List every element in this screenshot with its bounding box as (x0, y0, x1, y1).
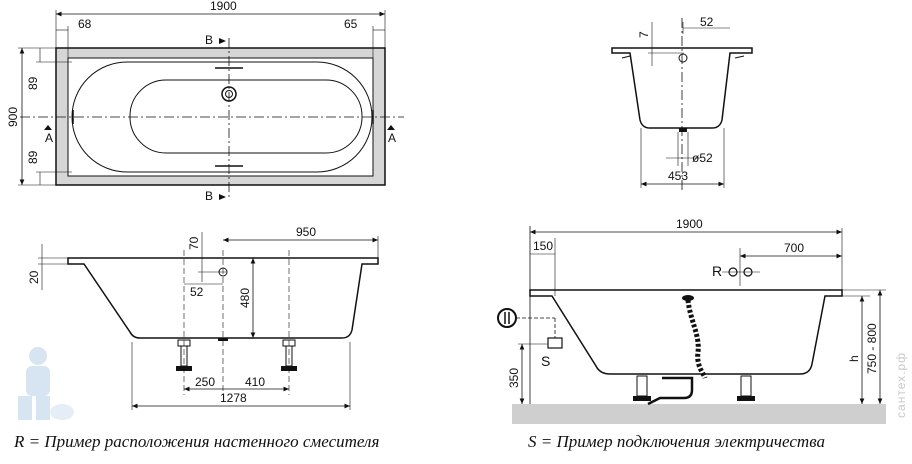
section-a-right: A (388, 131, 396, 145)
dim-overflow-drain-offset: 52 (190, 285, 204, 299)
section-a-left: A (45, 131, 53, 145)
dim-overflow-offset: 70 (187, 236, 201, 250)
earth-symbol (497, 308, 517, 328)
dim-height-range: 750 - 800 (865, 323, 879, 374)
install-view: 1900 150 700 R S 350 h 750 - 800 (497, 217, 886, 424)
bathtub-profile-install (529, 289, 843, 375)
foot-install-right (737, 375, 755, 401)
dim-socket-height: 350 (507, 368, 521, 388)
mixer-label: R (712, 263, 722, 279)
caption-socket: S = Пример подключения электричества (528, 432, 825, 451)
section-b-bottom: B (205, 189, 213, 203)
dim-rim-height: 7 (637, 31, 651, 38)
dim-inner-offset-bottom: 89 (26, 150, 40, 164)
dim-drain-diameter: ø52 (692, 151, 713, 165)
electrical-socket (547, 337, 563, 349)
dim-foot-spacing-right: 410 (245, 375, 265, 389)
socket-label: S (541, 353, 550, 369)
dim-depth: 480 (238, 288, 252, 308)
caption-mixer: R = Пример расположения настенного смеси… (14, 432, 380, 451)
dim-inner-offset-top: 89 (26, 76, 40, 90)
drain-outlet (221, 86, 237, 102)
dim-drain-offset: 52 (700, 15, 714, 29)
dim-foot-spacing-left: 250 (195, 375, 215, 389)
dim-mixer-offset: 700 (784, 241, 804, 255)
dim-left-margin: 68 (78, 17, 92, 31)
top-view: 1900 68 65 900 89 89 A A B B (6, 0, 404, 203)
dim-height-label: h (847, 355, 861, 362)
dim-bottom-width: 453 (668, 169, 688, 183)
floor (512, 404, 886, 424)
dim-edge-offset: 150 (533, 239, 553, 253)
dim-overflow-distance: 950 (296, 225, 316, 239)
drain-hose (685, 299, 708, 379)
side-view: 20 950 70 52 480 250 410 1278 (27, 225, 379, 410)
plumber-mascot-logo (18, 347, 74, 420)
bathtub-profile-cross (611, 47, 753, 129)
cross-section-view: 52 7 ø52 453 (611, 15, 753, 190)
dim-right-margin: 65 (344, 17, 358, 31)
dim-overall-length: 1900 (210, 0, 237, 13)
dim-overall-width: 900 (6, 107, 20, 127)
dim-rim-thickness: 20 (27, 270, 41, 284)
bathtub-basin-inner (129, 79, 363, 154)
section-b-top: B (205, 33, 213, 47)
foot-install-left (633, 375, 651, 401)
watermark-text: сантех.рф (894, 352, 908, 418)
dim-install-length: 1900 (676, 217, 703, 231)
dim-foot-span: 1278 (220, 391, 247, 405)
